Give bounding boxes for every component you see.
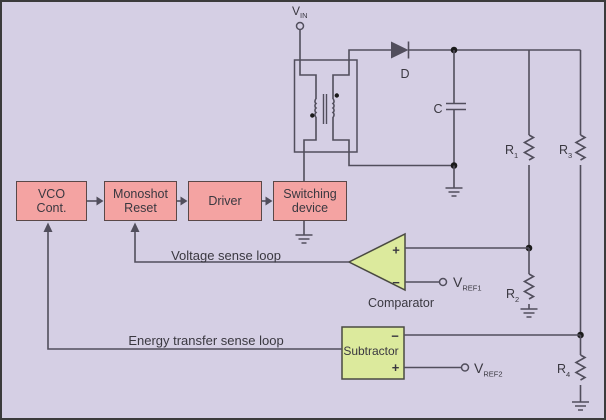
ground-icon (445, 187, 463, 197)
voltage-loop-label: Voltage sense loop (171, 248, 281, 263)
block-driver: Driver (188, 181, 262, 221)
capacitor-icon (446, 50, 466, 166)
r3-label: R3 (559, 143, 572, 160)
vref1-label: VREF1 (453, 274, 482, 293)
vref2-terminal (460, 363, 470, 372)
block-label-line1: Driver (208, 193, 242, 208)
energy-loop-wire (47, 231, 342, 350)
arrowhead-icon (265, 196, 273, 206)
primary-bottom-wire (303, 117, 317, 182)
energy-loop-label: Energy transfer sense loop (128, 333, 283, 348)
block-label-line2: Reset (124, 201, 157, 215)
block-label-line1: Monoshot (113, 186, 168, 201)
subtractor-plus-sign: + (392, 360, 400, 375)
r1-label: R1 (505, 143, 518, 160)
primary-top-wire (299, 29, 317, 99)
arrowhead-icon (43, 222, 53, 232)
arrowhead-icon (96, 196, 104, 206)
secondary-bottom-wire (332, 117, 454, 167)
subtractor-minus-sign: − (391, 329, 399, 344)
secondary-polarity-dot (334, 93, 339, 98)
resistor-r2-icon (522, 273, 536, 300)
block-label-line2: device (291, 201, 329, 215)
primary-winding-icon (314, 98, 318, 118)
block-monoshot-reset: Monoshot Reset (104, 181, 177, 221)
resistor-r4-icon (574, 354, 587, 381)
vref1-terminal (438, 277, 448, 287)
block-label-line1: Switching (283, 186, 337, 201)
resistor-r3-icon (574, 134, 587, 161)
ground-icon (520, 308, 538, 318)
subtractor-icon (341, 326, 405, 380)
r2-label: R2 (506, 287, 519, 304)
secondary-top-wire (332, 49, 391, 99)
block-vco-control: VCO Cont. (16, 181, 87, 221)
block-label-line1: VCO (37, 186, 66, 201)
ground-icon (572, 401, 589, 411)
r4-label: R4 (557, 362, 570, 379)
block-label-line2: Cont. (36, 201, 67, 215)
vin-label: VIN (292, 4, 308, 20)
block-switching-device: Switching device (273, 181, 347, 221)
secondary-winding-icon (331, 98, 335, 118)
capacitor-label: C (433, 102, 442, 116)
comparator-icon (347, 232, 406, 292)
voltage-loop-wire (134, 231, 349, 263)
diode-icon (391, 41, 409, 59)
vin-terminal (295, 21, 305, 31)
arrowhead-icon (130, 222, 140, 232)
diode-label: D (400, 67, 409, 81)
comparator-minus-sign: − (392, 275, 400, 290)
primary-polarity-dot (310, 113, 315, 118)
arrowhead-icon (180, 196, 188, 206)
resistor-r1-icon (522, 134, 536, 161)
vref2-label: VREF2 (474, 360, 503, 379)
comparator-plus-sign: + (392, 243, 400, 258)
subtractor-label: Subtractor (343, 344, 398, 358)
transformer-box (293, 59, 358, 153)
comparator-label: Comparator (368, 296, 434, 310)
ground-icon (295, 234, 313, 244)
transformer-core-icon (322, 94, 328, 124)
